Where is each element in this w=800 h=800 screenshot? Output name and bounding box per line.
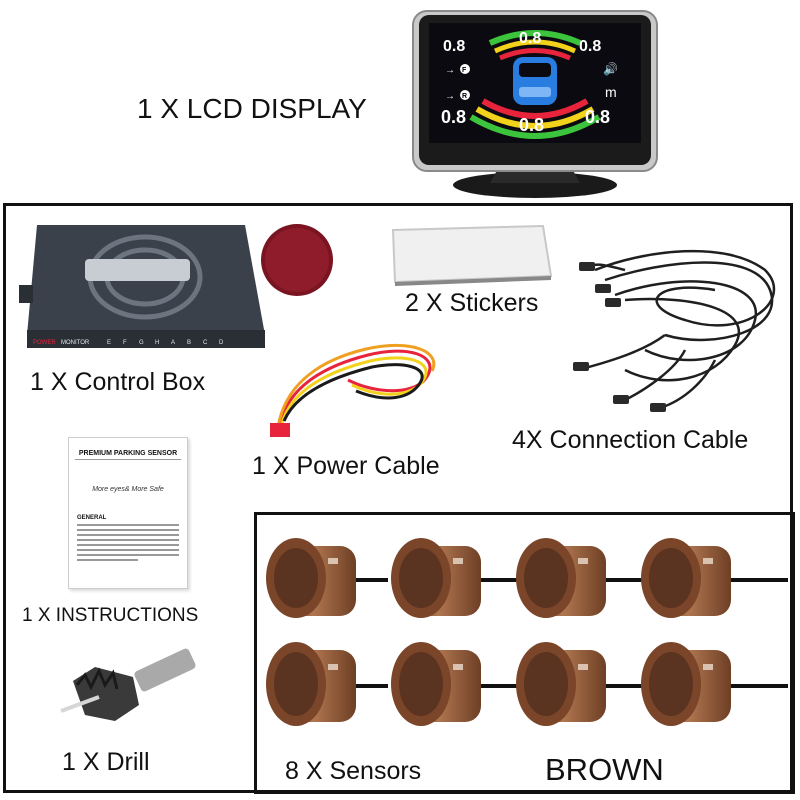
sensors-frame [254,512,795,794]
unit-label: m [605,84,617,100]
sensor-1 [266,538,388,618]
reading-rear-right: 0.8 [585,107,610,127]
power-connector [270,423,290,437]
front-marker: F [462,67,467,74]
speaker-icon: 🔊 [603,61,618,76]
svg-text:F: F [123,340,127,346]
drill-label: 1 X Drill [62,748,150,776]
connection-cable-image [573,249,776,412]
sensor-6 [391,642,518,726]
rear-marker: R [462,93,467,100]
sensor-7 [516,642,643,726]
display-label: 1 X LCD DISPLAY [137,93,367,124]
sensor-3 [516,538,643,618]
rear-arcs [469,98,601,139]
svg-text:A: A [171,340,175,346]
stickers-image [261,224,553,296]
svg-text:C: C [203,340,208,346]
instructions-section: GENERAL [77,515,107,521]
control-box-image: POWER MONITOR E F G H A B C D [19,225,265,348]
color-label: BROWN [545,752,664,787]
connection-cable-label: 4X Connection Cable [512,426,749,454]
control-box-label: 1 X Control Box [30,368,206,396]
reading-front-right: 0.8 [579,38,601,55]
reading-front-left: 0.8 [443,38,465,55]
instructions-tagline: More eyes& More Safe [92,486,164,493]
svg-text:B: B [187,340,191,346]
svg-text:G: G [139,340,144,346]
lcd-display-image: 0.8 0.8 0.8 0.8 0.8 0.8 → F → R 🔊 m [412,10,658,198]
sensor-5 [266,642,388,726]
sensors-label: 8 X Sensors [285,757,422,785]
reading-rear-left: 0.8 [441,107,466,127]
sensors-image [266,538,788,726]
control-box-panel-labels: POWER MONITOR E F G H A B C D [33,340,224,346]
instructions-label: 1 X INSTRUCTIONS [22,605,199,626]
svg-text:D: D [219,340,224,346]
reading-rear-center: 0.8 [519,115,544,135]
drill-image [60,648,196,721]
sensor-8 [641,642,788,726]
car-icon [513,57,557,105]
svg-text:→: → [445,91,455,102]
power-cable-image [270,343,436,437]
svg-text:MONITOR: MONITOR [61,340,90,346]
stickers-label: 2 X Stickers [405,289,539,317]
svg-text:E: E [107,340,111,346]
sensor-4 [641,538,788,618]
sensor-2 [391,538,518,618]
reading-front-center: 0.8 [519,30,541,47]
square-sticker [391,224,553,284]
power-cable-label: 1 X Power Cable [252,452,440,480]
svg-text:POWER: POWER [33,340,56,346]
instructions-title: PREMIUM PARKING SENSOR [75,450,181,460]
instructions-sheet: PREMIUM PARKING SENSOR More eyes& More S… [68,437,188,589]
front-arcs [488,30,582,61]
svg-text:H: H [155,340,159,346]
svg-text:→: → [445,65,455,76]
